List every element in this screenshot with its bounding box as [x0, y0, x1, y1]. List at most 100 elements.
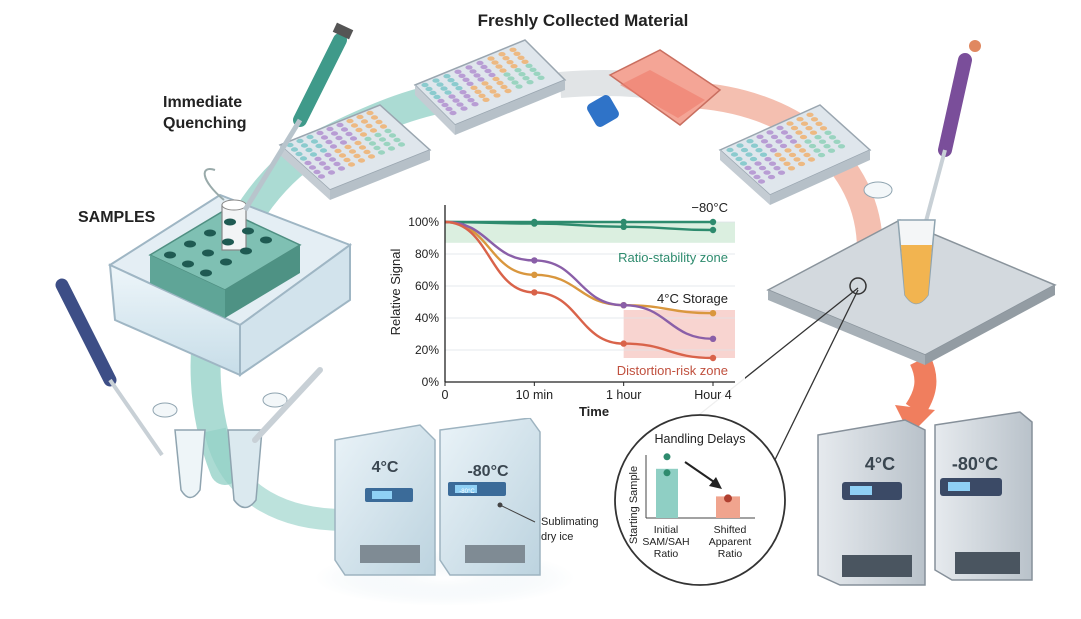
- plate-well: [793, 157, 801, 162]
- series-point-0: [709, 218, 717, 226]
- plate-well: [735, 156, 743, 162]
- plate-well: [814, 135, 822, 140]
- plate-well: [337, 166, 346, 171]
- plate-well: [334, 148, 342, 154]
- well-plate-left: [278, 104, 432, 200]
- plate-well: [304, 160, 312, 166]
- plate-well: [778, 157, 787, 162]
- plate-well: [478, 93, 486, 99]
- ice-box-hole: [220, 258, 232, 266]
- frosted-freezer-80c-label: -80°C: [467, 463, 509, 480]
- series-point-3: [531, 257, 538, 264]
- plate-well: [460, 106, 468, 111]
- band-label-distortion: Distortion-risk zone: [617, 363, 728, 378]
- inset-circle: [614, 414, 786, 586]
- plate-well: [805, 126, 813, 131]
- salmon-down-arrow: [905, 355, 937, 417]
- y-axis-label: Relative Signal: [388, 249, 403, 336]
- plate-well: [770, 134, 779, 140]
- plate-well: [507, 76, 515, 81]
- plate-well: [739, 161, 748, 166]
- plate-well: [456, 102, 464, 107]
- plate-well: [467, 98, 475, 103]
- plate-well: [375, 119, 383, 125]
- plate-well: [837, 144, 846, 149]
- ice-box-hole: [164, 251, 176, 259]
- plate-well: [388, 133, 397, 138]
- tube-left-1: [152, 402, 206, 499]
- plate-well: [308, 165, 317, 170]
- x-axis-label: Time: [579, 404, 609, 419]
- plate-well: [343, 157, 351, 163]
- plate-well: [748, 170, 757, 175]
- y-tick-label: 20%: [415, 343, 439, 357]
- plate-well: [315, 143, 323, 149]
- plate-well: [763, 170, 771, 175]
- plate-well: [474, 89, 482, 95]
- series-point-1: [531, 220, 538, 227]
- plate-well: [370, 115, 379, 120]
- frosted-freezer-4c: [334, 424, 436, 576]
- plate-well: [813, 148, 821, 153]
- inset-bar1-label-3: Ratio: [654, 548, 679, 560]
- plate-well: [484, 68, 492, 74]
- plate-well: [374, 132, 382, 138]
- plate-well: [491, 60, 499, 65]
- inset-bar2-label-1: Shifted: [714, 524, 747, 536]
- plate-well: [798, 148, 807, 153]
- plate-well: [807, 157, 816, 162]
- dry-ice-pointer-dot: [497, 502, 503, 508]
- plate-well: [421, 82, 429, 88]
- plate-well: [785, 134, 793, 140]
- ice-box-hole: [184, 240, 196, 248]
- ice-box-hole: [240, 247, 252, 255]
- inset-bar2-label-3: Ratio: [718, 548, 743, 560]
- frosted-freezer-4c-label: 4°C: [372, 459, 399, 476]
- inset-bar1-label-1: Initial: [654, 524, 679, 536]
- plate-well: [803, 152, 811, 158]
- plate-well: [790, 125, 799, 131]
- zoom-line-2: [769, 289, 859, 471]
- plate-well: [383, 141, 391, 147]
- plate-well: [473, 73, 481, 78]
- plate-well: [780, 130, 789, 135]
- plate-well: [526, 80, 534, 85]
- plate-well: [518, 72, 526, 77]
- plate-well: [347, 162, 356, 167]
- plate-well: [353, 153, 361, 159]
- annotation-4c-storage: 4°C Storage: [657, 291, 728, 306]
- plate-well: [783, 161, 791, 166]
- plate-well: [503, 72, 511, 77]
- sample-tube-right: [863, 181, 936, 305]
- inset-dot-initial-1: [663, 453, 671, 461]
- ice-box-hole: [222, 238, 234, 246]
- plate-well: [774, 152, 782, 157]
- plate-well: [354, 140, 362, 146]
- plate-well: [525, 63, 533, 68]
- plate-well: [768, 161, 777, 166]
- band-label-stability: Ratio-stability zone: [618, 250, 728, 265]
- plate-well: [309, 152, 318, 157]
- plate-well: [757, 179, 766, 184]
- plate-well: [517, 55, 525, 60]
- plate-well: [824, 130, 832, 135]
- series-point-3: [620, 302, 627, 309]
- plate-well: [488, 72, 496, 78]
- plate-well: [485, 85, 493, 90]
- dry-ice-label-2: dry ice: [541, 531, 573, 543]
- plate-well: [775, 139, 783, 144]
- plate-well: [349, 136, 358, 141]
- plate-well: [533, 71, 541, 77]
- culture-flask: [587, 49, 722, 127]
- plate-well: [487, 56, 495, 61]
- page-title: Freshly Collected Material: [478, 11, 689, 30]
- plate-well: [393, 137, 401, 143]
- plate-well: [360, 119, 369, 124]
- plate-well: [429, 90, 437, 96]
- ice-box-hole: [200, 269, 212, 277]
- inset-title: Handling Delays: [654, 432, 745, 446]
- plate-well: [325, 139, 333, 145]
- y-tick-label: 100%: [408, 215, 439, 229]
- plate-well: [452, 98, 460, 103]
